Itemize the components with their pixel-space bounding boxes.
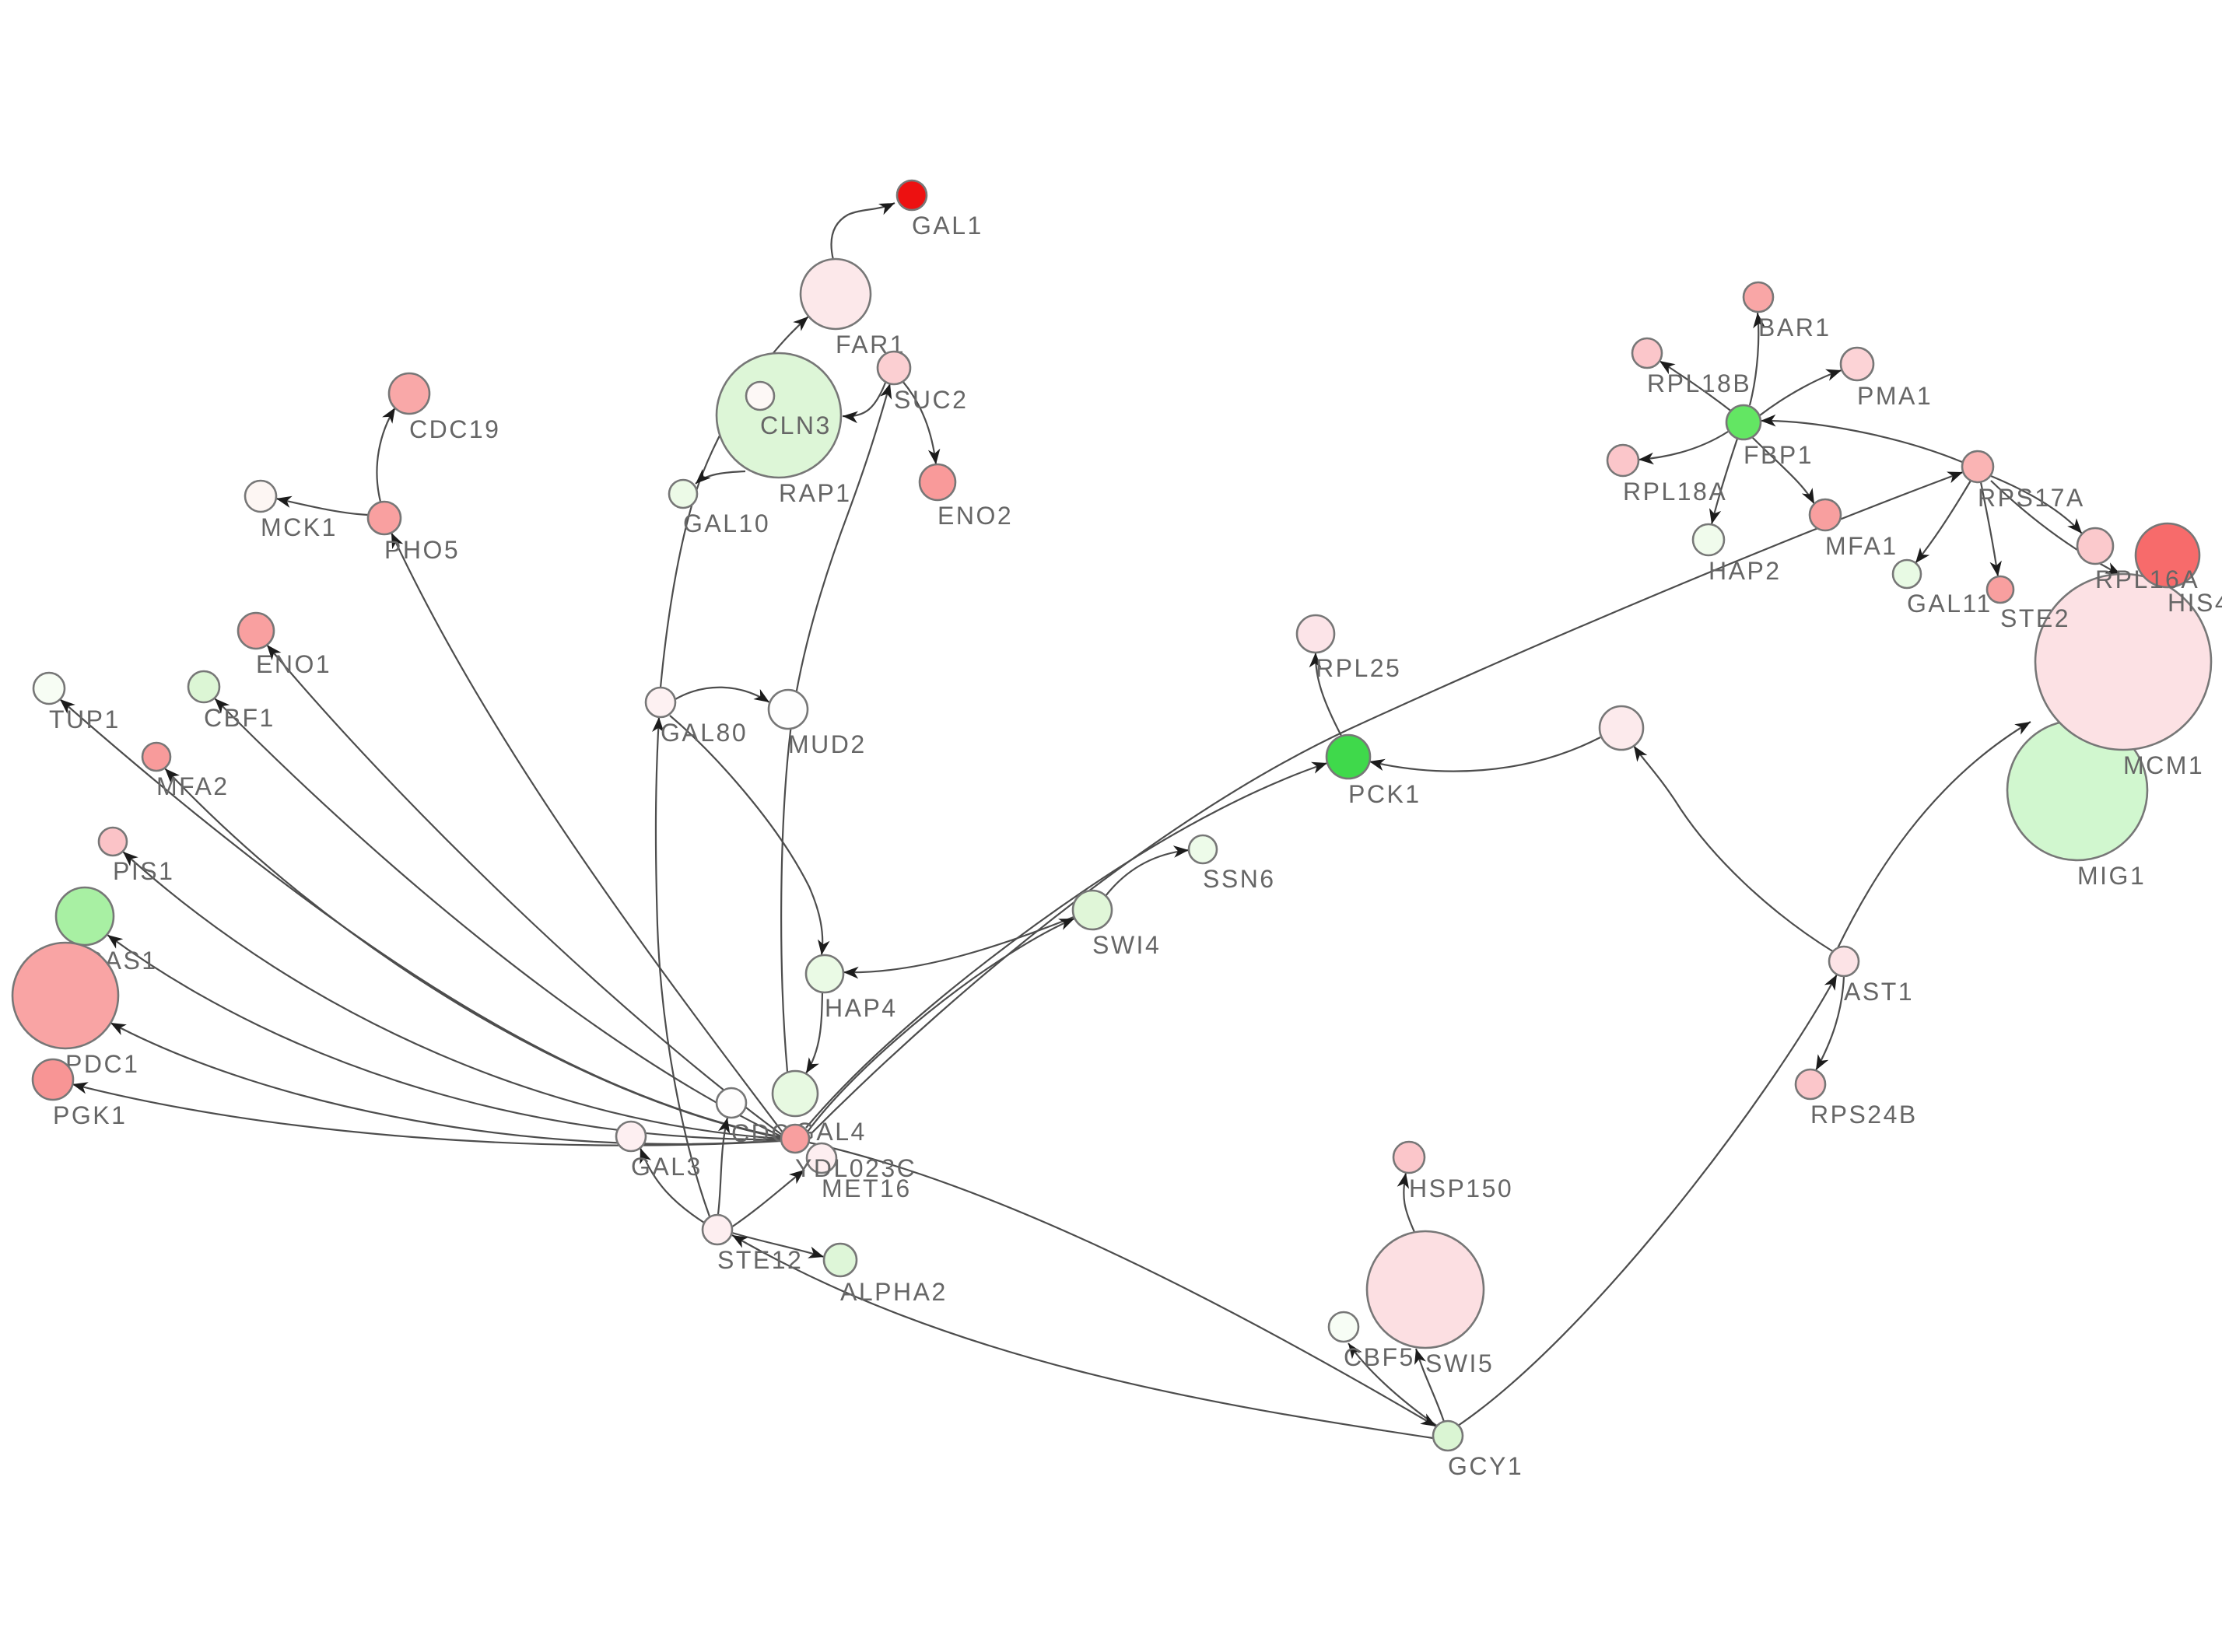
svg-text:PCK1: PCK1: [1348, 780, 1421, 808]
svg-text:CDC19: CDC19: [409, 415, 500, 443]
svg-text:STE2: STE2: [2000, 604, 2070, 632]
svg-text:MFA2: MFA2: [156, 772, 230, 800]
svg-text:RAP1: RAP1: [779, 479, 852, 507]
svg-text:GAL11: GAL11: [1907, 590, 1992, 618]
svg-text:FBP1: FBP1: [1744, 441, 1814, 469]
svg-text:GAL10: GAL10: [683, 509, 770, 537]
svg-text:AST1: AST1: [1844, 978, 1914, 1006]
svg-text:PHO5: PHO5: [384, 536, 460, 564]
svg-text:BAR1: BAR1: [1758, 313, 1831, 341]
svg-text:PGK1: PGK1: [53, 1101, 127, 1129]
svg-text:GAL80: GAL80: [661, 719, 748, 747]
svg-text:HSP150: HSP150: [1409, 1174, 1513, 1202]
svg-text:MCK1: MCK1: [261, 513, 338, 541]
svg-text:GAL1: GAL1: [912, 212, 983, 240]
svg-text:MFA1: MFA1: [1825, 532, 1898, 560]
svg-text:HAP4: HAP4: [825, 994, 898, 1022]
svg-text:MET16: MET16: [822, 1174, 912, 1202]
svg-text:STE12: STE12: [717, 1246, 803, 1274]
svg-text:PDC1: PDC1: [65, 1050, 139, 1078]
svg-text:MUD2: MUD2: [788, 730, 867, 758]
svg-text:CBF1: CBF1: [204, 704, 275, 732]
svg-text:PIS1: PIS1: [113, 857, 174, 885]
svg-text:SWI4: SWI4: [1092, 931, 1161, 959]
svg-text:MIG1: MIG1: [2077, 862, 2146, 890]
svg-text:ENO1: ENO1: [256, 650, 331, 678]
svg-text:GCY1: GCY1: [1448, 1452, 1523, 1480]
svg-text:RPL16A: RPL16A: [2095, 565, 2199, 593]
svg-text:RPL18A: RPL18A: [1623, 478, 1727, 506]
svg-text:ENO2: ENO2: [938, 502, 1013, 530]
svg-text:GAL3: GAL3: [631, 1153, 703, 1181]
svg-text:CLN3: CLN3: [760, 411, 832, 439]
svg-text:RPS17A: RPS17A: [1978, 484, 2085, 512]
svg-text:MCM1: MCM1: [2123, 751, 2204, 779]
svg-text:PMA1: PMA1: [1857, 382, 1933, 410]
svg-text:RPL25: RPL25: [1316, 654, 1401, 682]
svg-text:HIS4: HIS4: [2168, 589, 2222, 617]
svg-text:ALPHA2: ALPHA2: [840, 1278, 948, 1306]
svg-text:TUP1: TUP1: [49, 705, 121, 733]
svg-text:CBF5: CBF5: [1344, 1343, 1415, 1371]
svg-text:SSN6: SSN6: [1203, 865, 1276, 893]
svg-text:YDL023C: YDL023C: [795, 1154, 916, 1182]
svg-text:HAP2: HAP2: [1709, 557, 1782, 585]
svg-text:RPS24B: RPS24B: [1810, 1101, 1918, 1129]
svg-text:SWI5: SWI5: [1425, 1349, 1494, 1377]
svg-text:RPL18B: RPL18B: [1647, 369, 1751, 397]
svg-text:SUC2: SUC2: [894, 386, 968, 414]
